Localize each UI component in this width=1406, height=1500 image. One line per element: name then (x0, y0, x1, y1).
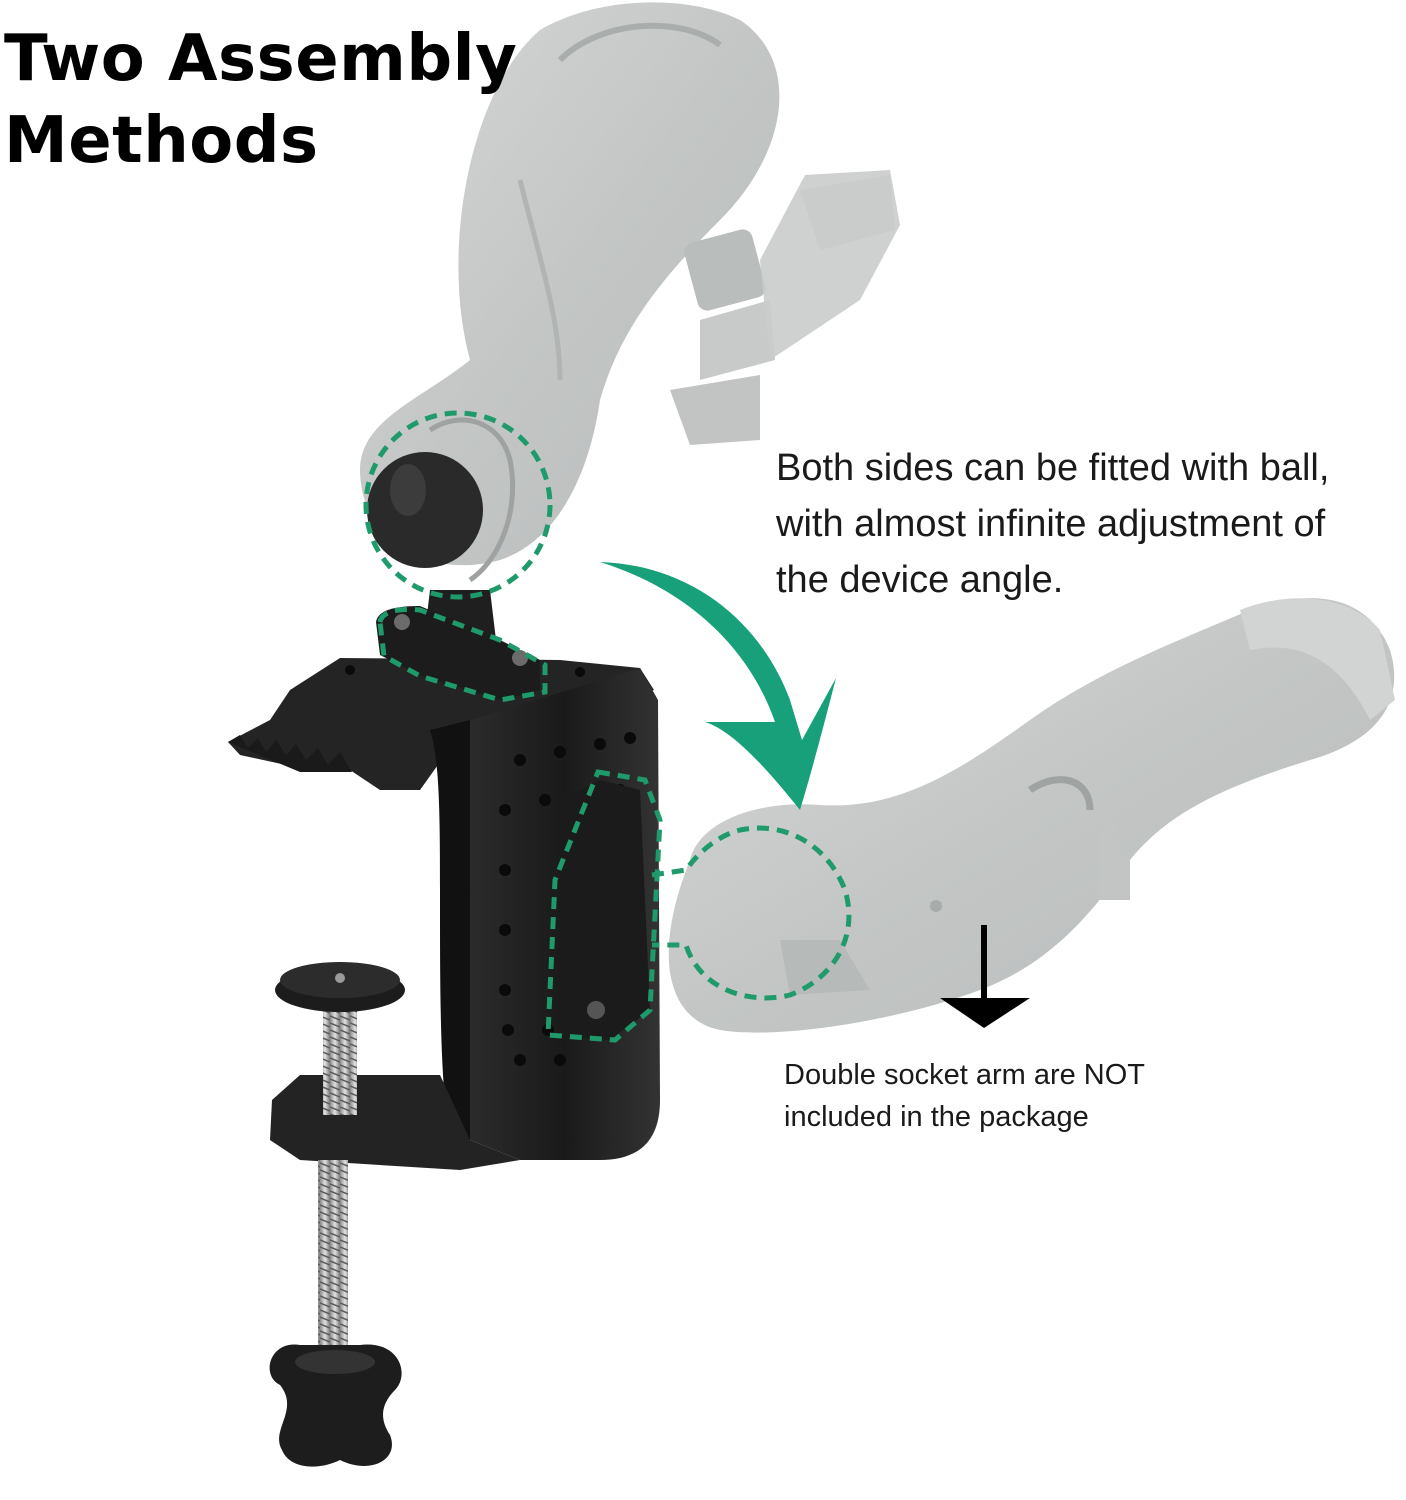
c-clamp-body (228, 606, 660, 1170)
top-base-highlight (377, 607, 548, 703)
socket-arm-top (360, 2, 900, 583)
socket-arm-right (668, 598, 1395, 1033)
note-line-2: included in the package (784, 1101, 1089, 1133)
side-ball-highlight (651, 825, 852, 1001)
package-note: Double socket arm are NOT included in th… (784, 1054, 1304, 1138)
feature-caption: Both sides can be fitted with ball, with… (776, 440, 1406, 608)
caption-line-3: the device angle. (776, 559, 1064, 601)
clamp-screw (269, 962, 405, 1467)
side-base-highlight (545, 769, 663, 1043)
top-ball-highlight (363, 410, 553, 600)
down-arrow-icon (940, 925, 1030, 1028)
caption-line-2: with almost infinite adjustment of (776, 503, 1326, 545)
note-line-1: Double socket arm are NOT (784, 1059, 1146, 1091)
caption-line-1: Both sides can be fitted with ball, (776, 447, 1330, 489)
headline-line-2: Methods (4, 104, 319, 178)
dashed-highlights (363, 410, 852, 1043)
headline: Two Assembly Methods (4, 18, 517, 182)
curved-arrow-icon (600, 562, 836, 810)
headline-line-1: Two Assembly (4, 22, 518, 96)
